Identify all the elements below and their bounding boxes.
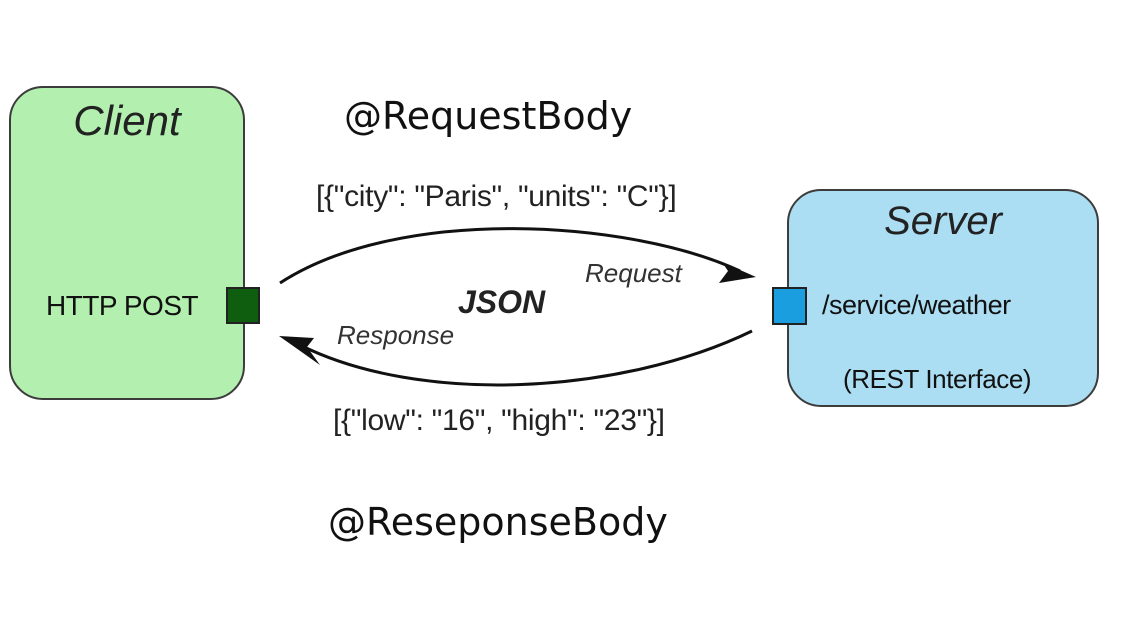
client-port	[226, 287, 260, 324]
server-title: Server	[884, 199, 1002, 243]
response-payload: [{"low": "16", "high": "23"}]	[333, 404, 665, 437]
response-arrow-path	[299, 329, 753, 387]
response-body-annotation: @ReseponseBody	[328, 500, 668, 544]
client-method-label: HTTP POST	[46, 290, 199, 321]
request-payload: [{"city": "Paris", "units": "C"}]	[316, 180, 677, 213]
request-arrowhead	[719, 262, 756, 283]
request-label: Request	[585, 258, 682, 288]
server-box	[787, 189, 1099, 407]
client-title: Client	[73, 97, 181, 144]
server-note: (REST Interface)	[843, 364, 1032, 394]
server-port	[772, 287, 807, 325]
response-arrowhead	[279, 336, 320, 365]
request-arrow-path	[279, 227, 741, 285]
client-box	[9, 86, 245, 400]
server-endpoint: /service/weather	[822, 290, 1011, 320]
format-label: JSON	[458, 284, 546, 320]
response-label: Response	[337, 320, 455, 350]
request-body-annotation: @RequestBody	[344, 94, 633, 138]
